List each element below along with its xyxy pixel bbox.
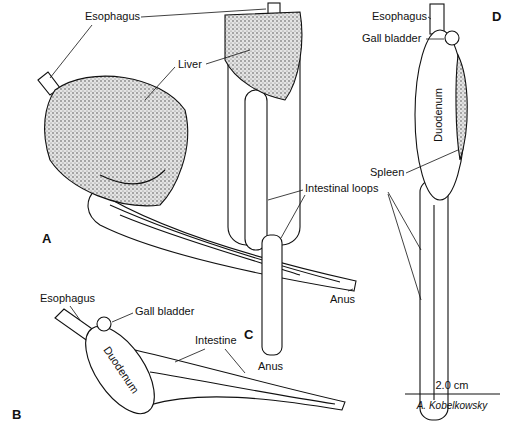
- part-label: Esophagus: [372, 10, 427, 23]
- figure-letter: B: [12, 408, 21, 421]
- figure-letter: C: [244, 328, 253, 341]
- part-label: Spleen: [370, 166, 404, 179]
- part-label: Intestinal loops: [305, 182, 378, 195]
- part-label: Duodenum: [432, 88, 445, 142]
- part-label: Anus: [258, 360, 283, 373]
- figure-letter: D: [492, 10, 501, 23]
- part-label: Gall bladder: [135, 305, 194, 318]
- part-label: Esophagus: [40, 292, 95, 305]
- figure-letter: A: [42, 232, 51, 245]
- part-label: Gall bladder: [362, 32, 421, 45]
- part-label: Liver: [178, 58, 202, 71]
- part-label: Anus: [330, 293, 355, 306]
- part-label: Intestine: [195, 334, 237, 347]
- scale-label: 2.0 cm: [435, 379, 468, 392]
- part-label: Esophagus: [85, 10, 140, 23]
- artist-credit: A. Kobelkowsky: [417, 399, 488, 412]
